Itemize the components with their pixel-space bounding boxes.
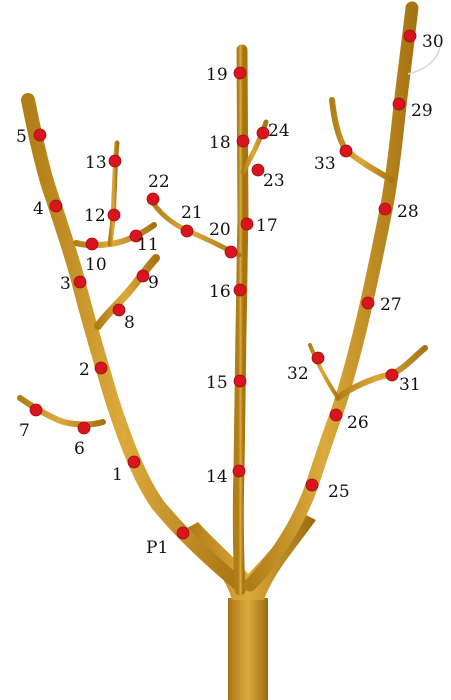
node-21: 21 [181, 203, 203, 237]
node-label: 7 [19, 421, 30, 441]
node-marker [234, 375, 246, 387]
node-label: 18 [209, 133, 231, 153]
node-7: 7 [19, 404, 42, 441]
node-marker [109, 155, 121, 167]
node-label: 9 [148, 273, 159, 293]
node-marker [362, 297, 374, 309]
node-marker [128, 456, 140, 468]
node-label: 12 [84, 206, 106, 226]
node-marker [234, 284, 246, 296]
node-label: P1 [146, 538, 168, 558]
node-marker [147, 193, 159, 205]
node-label: 25 [328, 482, 350, 502]
node-label: 16 [209, 282, 231, 302]
node-marker [225, 246, 237, 258]
node-label: 21 [181, 203, 203, 223]
node-9: 9 [137, 270, 159, 293]
node-label: 33 [314, 154, 336, 174]
node-label: 4 [33, 199, 44, 219]
node-marker [340, 145, 352, 157]
node-label: 8 [124, 313, 135, 333]
node-label: 29 [411, 101, 433, 121]
node-marker [50, 200, 62, 212]
node-label: 10 [85, 255, 107, 275]
tree-branches [20, 8, 440, 700]
node-label: 27 [380, 295, 402, 315]
node-33: 33 [314, 145, 352, 174]
node-marker [237, 135, 249, 147]
node-marker [30, 404, 42, 416]
node-marker [306, 479, 318, 491]
node-P1: P1 [146, 527, 189, 558]
node-marker [393, 98, 405, 110]
node-marker [404, 30, 416, 42]
node-marker [74, 276, 86, 288]
node-marker [312, 352, 324, 364]
node-marker [241, 218, 253, 230]
node-marker [386, 369, 398, 381]
branch-middle-main [238, 50, 243, 590]
node-31: 31 [386, 369, 421, 395]
node-label: 15 [206, 373, 228, 393]
node-label: 17 [256, 216, 278, 236]
node-marker [177, 527, 189, 539]
node-label: 14 [206, 467, 228, 487]
node-marker [78, 422, 90, 434]
node-label: 6 [74, 439, 85, 459]
node-label: 3 [60, 274, 71, 294]
node-label: 32 [287, 364, 309, 384]
node-label: 31 [399, 375, 421, 395]
node-marker [330, 409, 342, 421]
branch-33 [332, 100, 392, 180]
node-marker [95, 362, 107, 374]
node-22: 22 [147, 172, 170, 205]
node-6: 6 [74, 422, 90, 459]
trunk-base [228, 598, 268, 700]
node-marker [234, 67, 246, 79]
node-marker [34, 129, 46, 141]
node-label: 24 [268, 121, 290, 141]
node-label: 2 [79, 360, 90, 380]
node-20: 20 [209, 220, 237, 258]
node-marker [108, 209, 120, 221]
node-label: 23 [263, 171, 285, 191]
branch-left-main [28, 100, 240, 585]
node-23: 23 [252, 164, 285, 191]
node-24: 24 [257, 121, 290, 141]
node-label: 26 [347, 413, 369, 433]
node-label: 13 [85, 153, 107, 173]
node-marker [233, 465, 245, 477]
node-label: 28 [397, 202, 419, 222]
node-label: 1 [112, 465, 123, 485]
node-label: 30 [422, 32, 444, 52]
node-label: 19 [206, 65, 228, 85]
node-label: 5 [16, 127, 27, 147]
node-8: 8 [113, 304, 135, 333]
node-label: 22 [148, 172, 170, 192]
node-label: 20 [209, 220, 231, 240]
node-marker [86, 238, 98, 250]
node-label: 11 [137, 235, 159, 255]
node-marker [379, 203, 391, 215]
node-marker [181, 225, 193, 237]
